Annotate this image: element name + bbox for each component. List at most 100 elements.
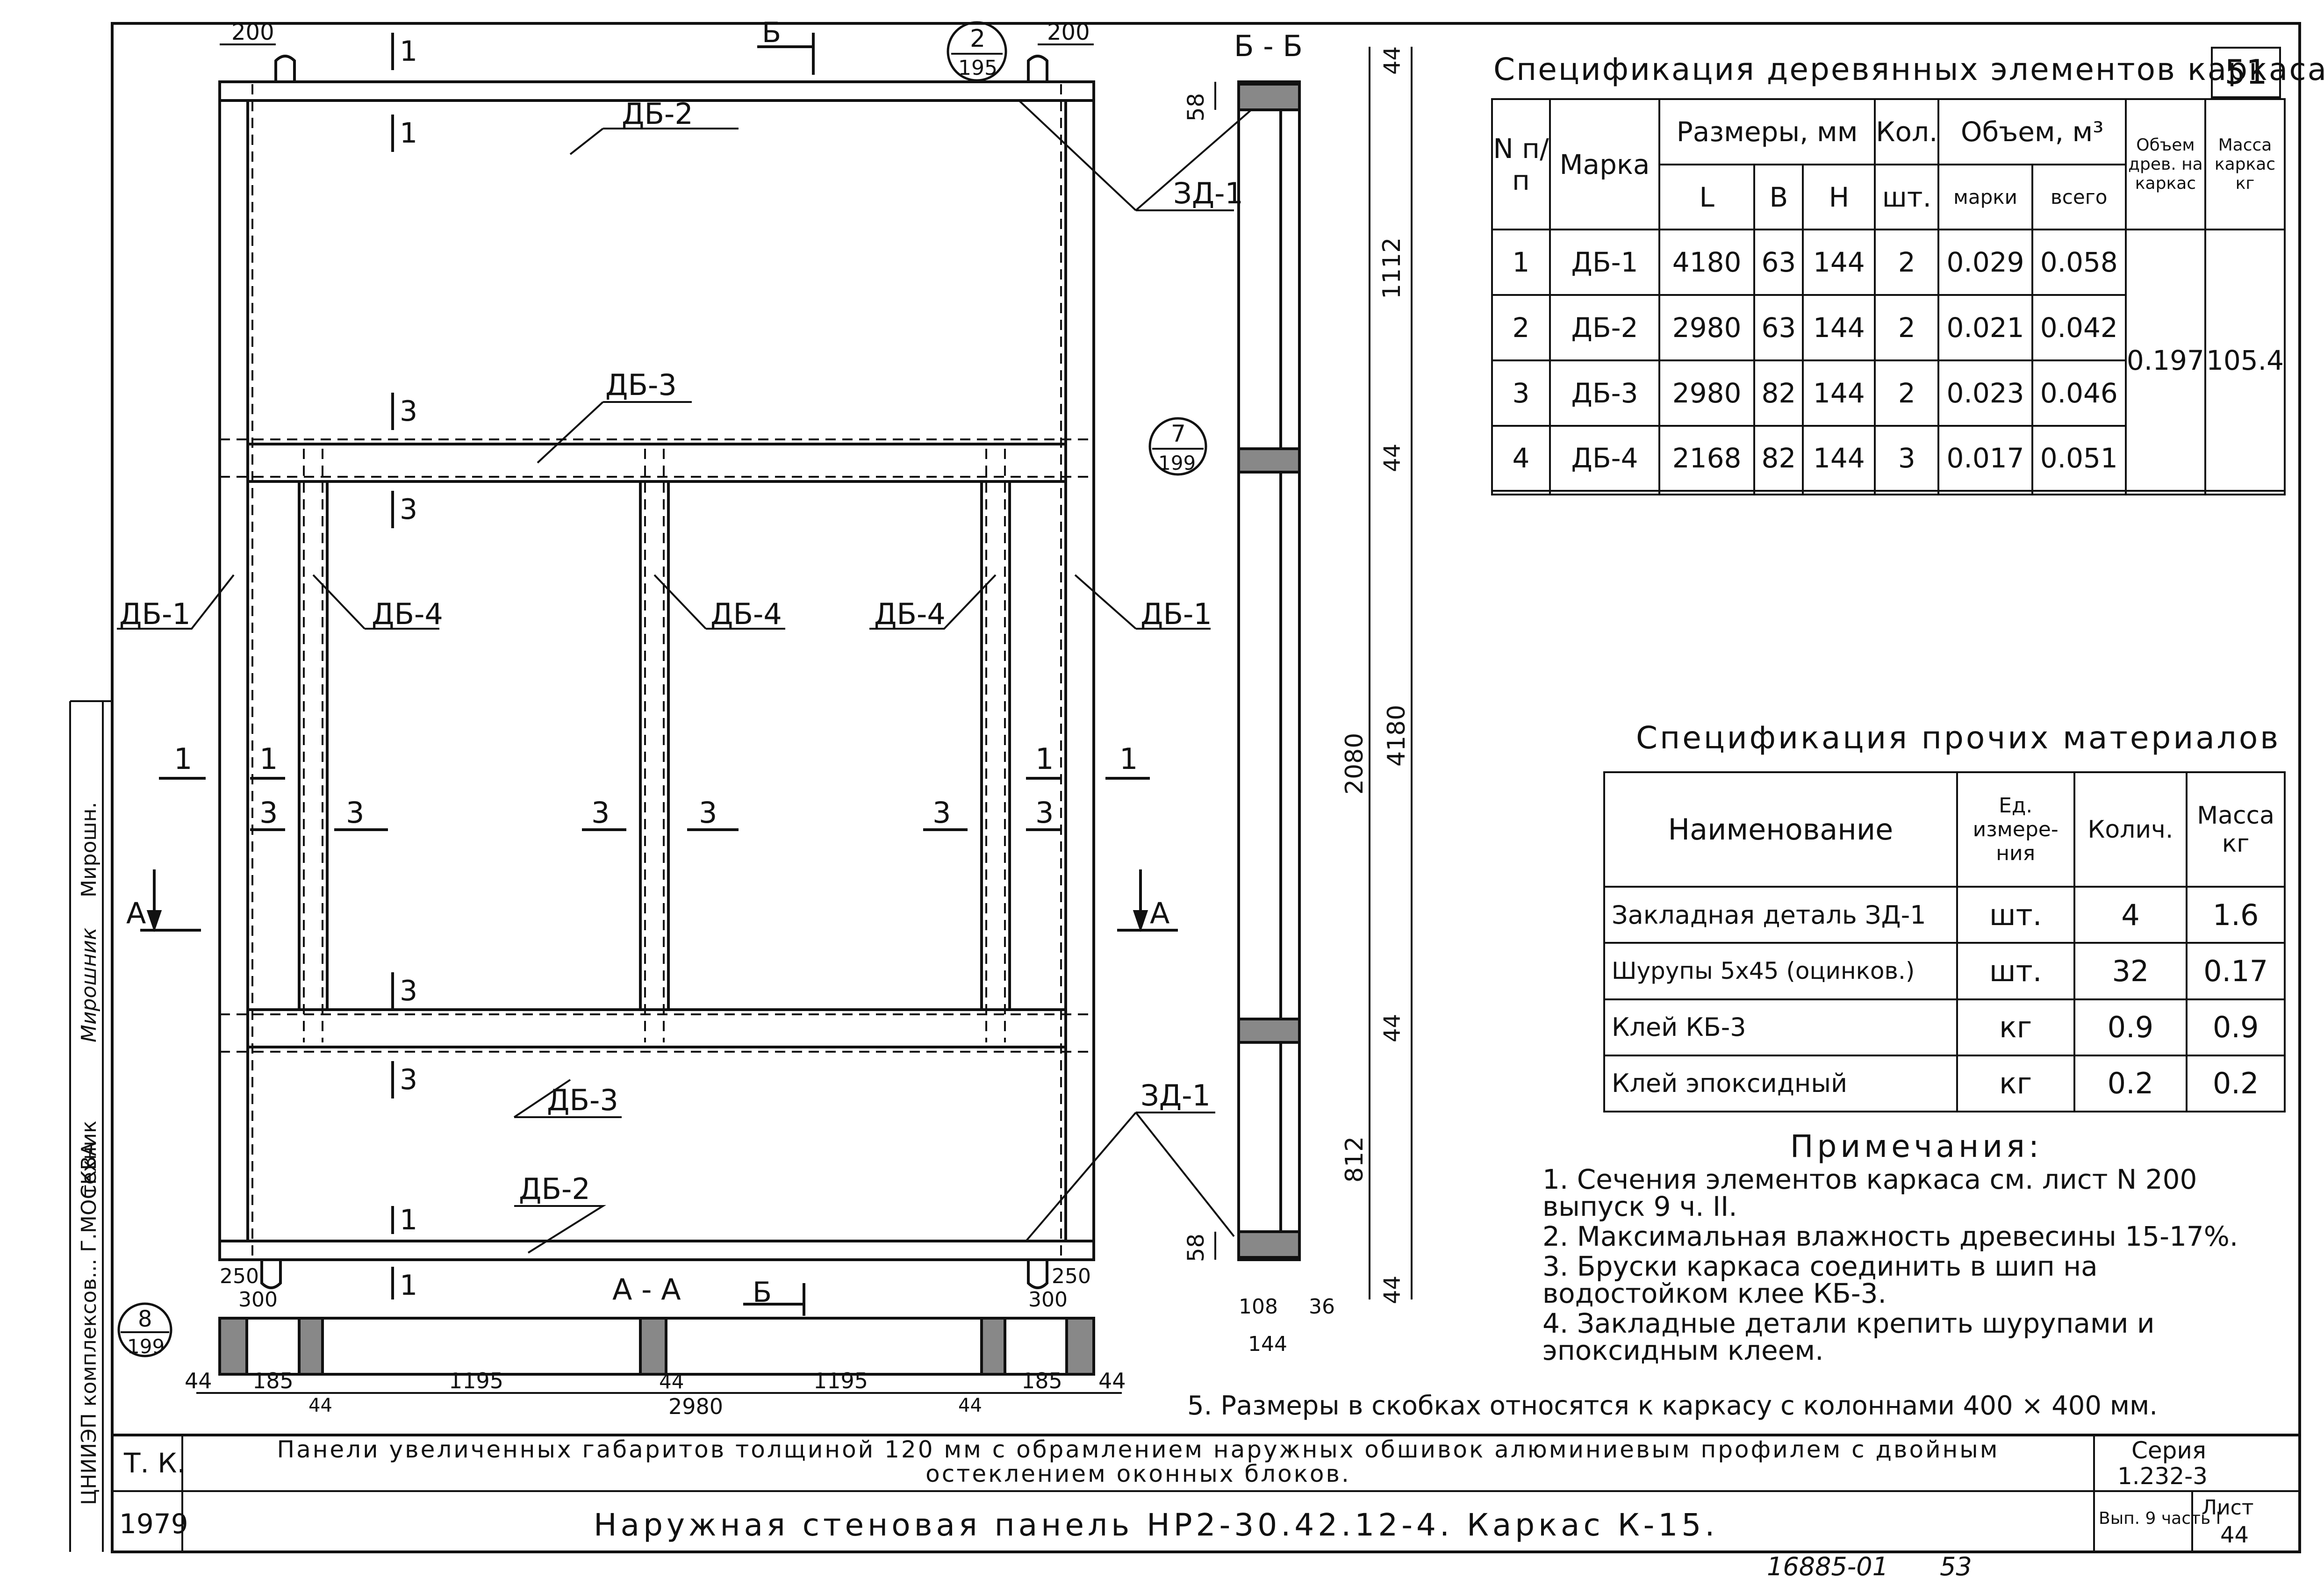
table-row: Клей КБ-3 кг 0.9 0.9	[1603, 998, 2286, 1056]
title-line-2: Наружная стеновая панель НР2-30.42.12-4.…	[594, 1507, 1718, 1543]
th-qty: Кол.	[1874, 98, 1940, 165]
table-row: 4 ДБ-4 2168 82 144 3 0.017 0.051	[1491, 424, 2285, 492]
cut-3-c: 3	[591, 796, 610, 830]
dim-1195-right: 1195	[813, 1368, 868, 1393]
tk-code: Т. К.	[123, 1447, 186, 1479]
label-zd1-bottom: ЗД-1	[1140, 1078, 1211, 1112]
dim-44-mid-b: 44	[1379, 1014, 1406, 1042]
label-db4-b: ДБ-4	[710, 597, 782, 631]
label-db2-top: ДБ-2	[622, 97, 693, 131]
embedded-detail-top-left	[274, 55, 296, 82]
note-item: 1. Сечения элементов каркаса см. лист N …	[1542, 1163, 2197, 1222]
inventory-number: 16885-01	[1767, 1552, 1888, 1579]
cut-1-far-left: 1	[174, 742, 192, 776]
other-spec-title: Спецификация прочих материалов	[1636, 720, 2281, 756]
callout-8-199-top: 8	[138, 1306, 152, 1332]
section-3-c: 3	[400, 975, 417, 1007]
series-number: 1.232-3	[2117, 1463, 2208, 1490]
table-row: Закладная деталь ЗД-1 шт. 4 1.6	[1603, 886, 2286, 944]
dim-1195-left: 1195	[449, 1368, 503, 1393]
dim-44-c: 44	[958, 1395, 982, 1416]
table-row: Клей эпоксидный кг 0.2 0.2	[1603, 1054, 2286, 1113]
notes-title: Примечания:	[1790, 1128, 2043, 1164]
dim-4180: 4180	[1383, 705, 1411, 767]
dim-2080: 2080	[1341, 733, 1369, 795]
cut-1-left: 1	[259, 742, 278, 776]
dim-250-left: 250	[220, 1264, 259, 1288]
th-qty-unit: шт.	[1874, 163, 1940, 231]
dim-200-left: 200	[231, 19, 274, 45]
cut-3-a: 3	[259, 796, 278, 830]
dim-58-bottom: 58	[1183, 1234, 1209, 1262]
th-mass-other: Масса кг	[2186, 771, 2286, 888]
label-db1-left: ДБ-1	[119, 597, 191, 631]
sheet-number-value: 51	[2224, 52, 2267, 92]
dim-185-left: 185	[252, 1368, 294, 1393]
dim-44-a: 44	[308, 1395, 332, 1416]
cut-1-right: 1	[1035, 742, 1054, 776]
label-db3-top: ДБ-3	[605, 368, 677, 402]
hidden-lines	[220, 84, 1094, 1257]
table-row: Шурупы 5х45 (оцинков.) шт. 32 0.17	[1603, 942, 2286, 1000]
dim-58-top: 58	[1183, 93, 1209, 122]
signature-name-stamp: Мирошн.	[77, 802, 101, 897]
note-item: 4. Закладные детали крепить шурупами и э…	[1542, 1307, 2155, 1366]
dim-36: 36	[1309, 1295, 1335, 1319]
table-row: 3 ДБ-3 2980 82 144 2 0.023 0.046	[1491, 359, 2285, 427]
dim-250-right: 250	[1052, 1264, 1091, 1288]
table-row-empty	[1491, 490, 2286, 495]
section-3-b: 3	[400, 493, 417, 526]
callout-circle-8-199	[117, 1302, 172, 1357]
dim-2980: 2980	[668, 1394, 723, 1419]
page-number: 53	[1940, 1552, 1972, 1579]
cut-3-d: 3	[699, 796, 717, 830]
cut-1-far-right: 1	[1119, 742, 1138, 776]
section-1-bottom-a: 1	[400, 1204, 417, 1236]
embedded-detail-bottom-right	[1027, 1260, 1048, 1289]
sheet-frame	[111, 22, 2301, 1553]
th-vol-total: всего	[2031, 163, 2127, 231]
section-a-left: А	[126, 896, 146, 930]
year: 1979	[119, 1508, 188, 1540]
section-bb-drawing	[1237, 80, 1301, 1261]
th-num: N п/п	[1491, 98, 1551, 231]
section-aa-title: А - А	[612, 1272, 681, 1306]
embedded-detail-bottom-left	[260, 1260, 282, 1289]
dim-144: 144	[1248, 1332, 1287, 1356]
cut-3-f: 3	[1035, 796, 1054, 830]
th-b: B	[1753, 163, 1804, 231]
section-1-bottom-b: 1	[400, 1269, 417, 1302]
dim-300-left: 300	[238, 1288, 278, 1312]
other-spec-table: Наименование Ед. измере-ния Колич. Масса…	[1603, 771, 2286, 1113]
th-mass: Масса каркас кг	[2204, 98, 2286, 231]
wood-spec-table: N п/п Марка Размеры, мм Кол. Объем, м³ О…	[1491, 98, 2286, 495]
series-label: Серия	[2131, 1437, 2206, 1464]
th-unit: Ед. измере-ния	[1956, 771, 2075, 888]
sheet-number-box: 51	[2211, 47, 2281, 98]
frame-elevation	[218, 80, 1095, 1261]
th-qty-other: Колич.	[2073, 771, 2188, 888]
role-stamp: техник	[77, 1120, 101, 1197]
label-db4-a: ДБ-4	[372, 597, 443, 631]
note-item: 2. Максимальная влажность древесины 15-1…	[1542, 1220, 2238, 1252]
dim-44-right: 44	[1098, 1368, 1126, 1393]
callout-7-199-bottom: 199	[1158, 452, 1196, 474]
table-row: 1 ДБ-1 4180 63 144 2 0.029 0.058 0.197 1…	[1491, 229, 2286, 492]
th-mark: Марка	[1549, 98, 1660, 231]
section-1-top-a: 1	[400, 35, 417, 68]
issue-label: Вып. 9 часть I	[2099, 1509, 2221, 1528]
sheet-number: 44	[2220, 1522, 2249, 1548]
label-db1-right: ДБ-1	[1140, 597, 1212, 631]
label-db3-bottom: ДБ-3	[547, 1083, 618, 1117]
section-a-right: А	[1150, 896, 1169, 930]
table-row: 2 ДБ-2 2980 63 144 2 0.021 0.042	[1491, 294, 2285, 361]
org-stamp: ЦНИИЭП комплексов... Г.МОСКВА	[77, 1142, 101, 1505]
th-l: L	[1658, 163, 1756, 231]
dim-44-top: 44	[1379, 46, 1406, 75]
note-item-5: 5. Размеры в скобках относятся к каркасу…	[1187, 1391, 2158, 1421]
section-1-top-b: 1	[400, 117, 417, 150]
callout-2-195-top: 2	[970, 25, 985, 53]
th-name: Наименование	[1603, 771, 1958, 888]
dim-1112: 1112	[1378, 237, 1406, 299]
